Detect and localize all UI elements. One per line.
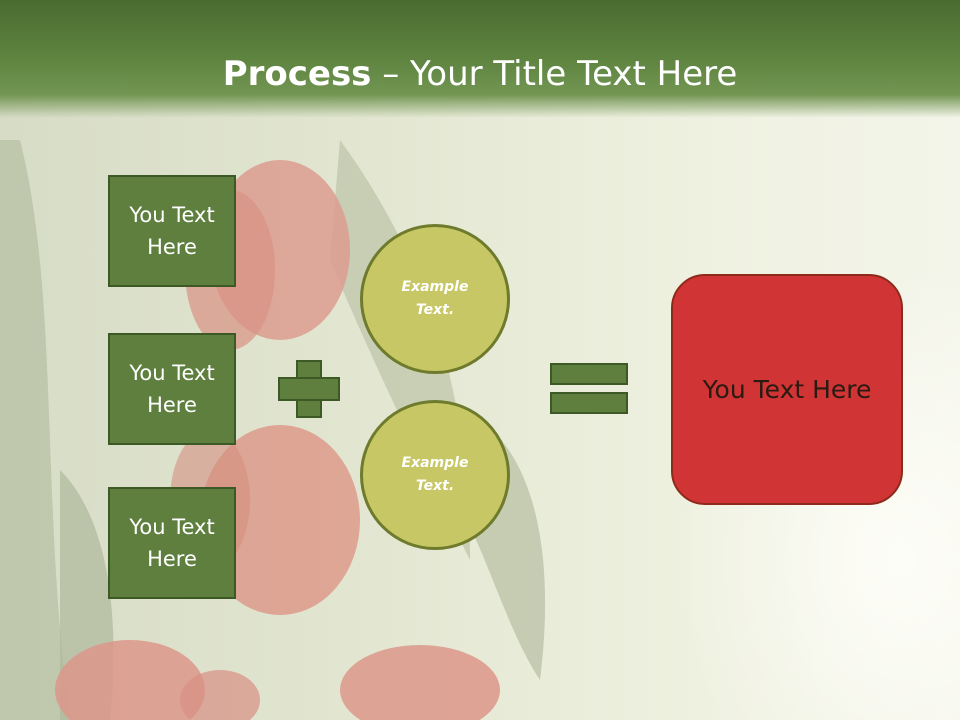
text-box-3[interactable]: You Text Here bbox=[108, 487, 236, 599]
text-box-2[interactable]: You Text Here bbox=[108, 333, 236, 445]
title-rest: – Your Title Text Here bbox=[371, 54, 738, 94]
text-box-label: You Text Here bbox=[129, 515, 215, 571]
title-bold: Process bbox=[222, 54, 372, 94]
example-circle-2[interactable]: Example Text. bbox=[360, 400, 510, 550]
text-box-1[interactable]: You Text Here bbox=[108, 175, 236, 287]
circle-label: Example Text. bbox=[401, 455, 469, 494]
example-circle-1[interactable]: Example Text. bbox=[360, 224, 510, 374]
text-box-label: You Text Here bbox=[129, 361, 215, 417]
header-bar bbox=[0, 0, 960, 118]
result-label: You Text Here bbox=[702, 374, 872, 404]
result-box[interactable]: You Text Here bbox=[671, 274, 903, 505]
circle-label: Example Text. bbox=[401, 279, 469, 318]
text-box-label: You Text Here bbox=[129, 203, 215, 259]
page-title: Process – Your Title Text Here bbox=[0, 52, 960, 96]
